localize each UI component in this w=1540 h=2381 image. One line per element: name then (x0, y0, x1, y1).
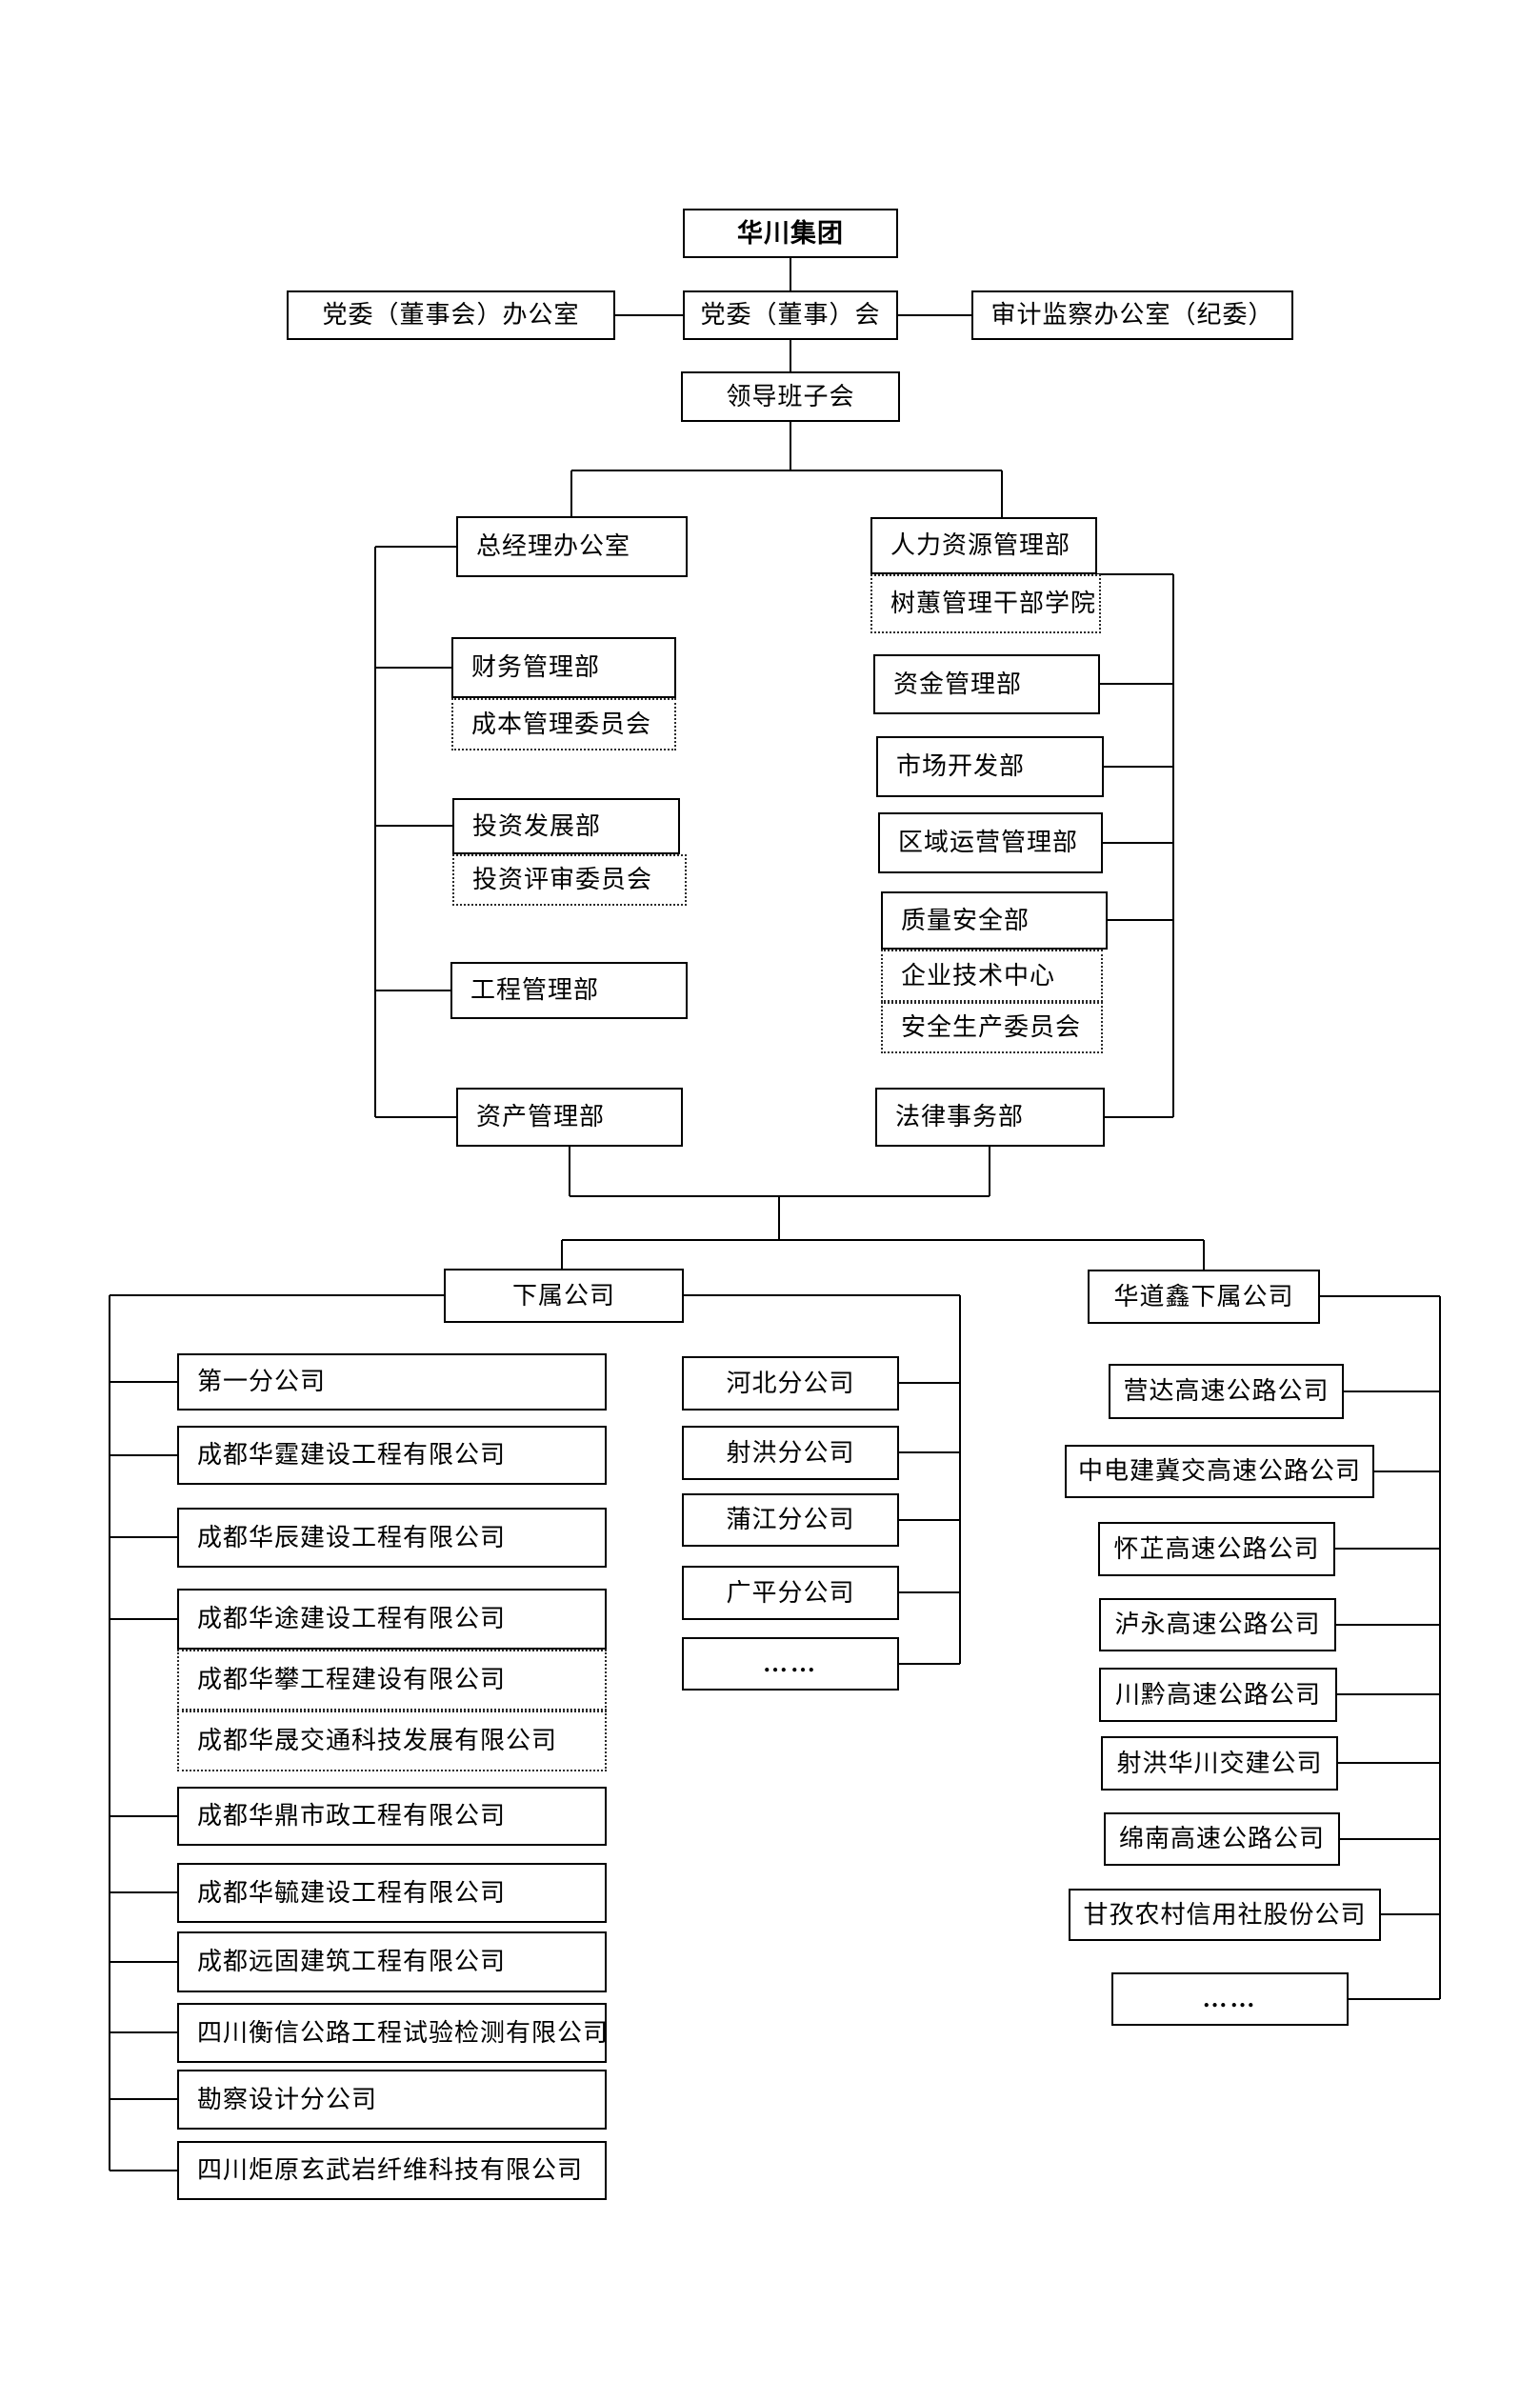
box-market-dept: 市场开发部 (876, 736, 1104, 797)
box-company-huasheng: 成都华晟交通科技发展有限公司 (177, 1711, 607, 1771)
box-quality-safety-dept: 质量安全部 (881, 891, 1108, 950)
box-group-root: 华川集团 (683, 209, 898, 258)
box-shuhui-school: 树蕙管理干部学院 (870, 574, 1101, 633)
box-hdx-ganzi: 甘孜农村信用社股份公司 (1069, 1889, 1381, 1941)
box-company-huayu: 成都华毓建设工程有限公司 (177, 1863, 607, 1923)
box-subsidiaries-header: 下属公司 (444, 1269, 684, 1323)
box-hdx-luyong: 泸永高速公路公司 (1099, 1598, 1336, 1651)
box-investment-review-committee: 投资评审委员会 (452, 854, 687, 906)
box-hdx-zhongdianjian: 中电建冀交高速公路公司 (1065, 1445, 1374, 1498)
box-hdx-ellipsis: …… (1111, 1972, 1349, 2026)
box-tech-center: 企业技术中心 (881, 950, 1103, 1002)
box-party-office: 党委（董事会）办公室 (287, 290, 615, 340)
box-company-juyuan: 四川炬原玄武岩纤维科技有限公司 (177, 2141, 607, 2200)
box-legal-dept: 法律事务部 (875, 1088, 1105, 1147)
box-company-yuangu: 成都远固建筑工程有限公司 (177, 1931, 607, 1992)
box-hdx-chuanqian: 川黔高速公路公司 (1099, 1668, 1337, 1722)
box-safety-committee: 安全生产委员会 (881, 1002, 1103, 1053)
box-cost-committee: 成本管理委员会 (451, 698, 676, 750)
box-company-huapan: 成都华攀工程建设有限公司 (177, 1650, 607, 1711)
box-branch-pujiang: 蒲江分公司 (682, 1493, 899, 1547)
box-investment-dept: 投资发展部 (452, 798, 680, 854)
box-company-huading: 成都华鼎市政工程有限公司 (177, 1787, 607, 1846)
box-company-huating: 成都华霆建设工程有限公司 (177, 1426, 607, 1485)
box-hdx-shehong-jiaojian: 射洪华川交建公司 (1101, 1736, 1338, 1791)
box-gm-office: 总经理办公室 (456, 516, 688, 577)
box-finance-dept: 财务管理部 (451, 637, 676, 698)
box-hr-dept: 人力资源管理部 (870, 517, 1097, 574)
box-engineering-dept: 工程管理部 (450, 962, 688, 1019)
box-branch-hebei: 河北分公司 (682, 1356, 899, 1411)
box-company-hengxin: 四川衡信公路工程试验检测有限公司 (177, 2003, 608, 2063)
box-huadaoxin-header: 华道鑫下属公司 (1088, 1270, 1320, 1324)
box-leadership-meeting: 领导班子会 (681, 371, 900, 422)
box-company-diyi: 第一分公司 (177, 1353, 607, 1411)
box-hdx-yingda: 营达高速公路公司 (1109, 1364, 1344, 1419)
box-audit-office: 审计监察办公室（纪委） (971, 290, 1293, 340)
box-company-huachen: 成都华辰建设工程有限公司 (177, 1508, 607, 1568)
box-branch-shehong: 射洪分公司 (682, 1426, 899, 1480)
box-company-huatu: 成都华途建设工程有限公司 (177, 1589, 607, 1650)
box-funds-dept: 资金管理部 (873, 654, 1100, 714)
box-hdx-huaizhi: 怀芷高速公路公司 (1098, 1522, 1335, 1576)
box-party-committee: 党委（董事）会 (683, 290, 898, 340)
box-regional-ops-dept: 区域运营管理部 (878, 812, 1103, 873)
box-hdx-miannan: 绵南高速公路公司 (1104, 1812, 1340, 1866)
box-branch-ellipsis: …… (682, 1637, 899, 1691)
box-assets-dept: 资产管理部 (456, 1088, 683, 1147)
box-branch-guangping: 广平分公司 (682, 1566, 899, 1620)
box-company-kancha: 勘察设计分公司 (177, 2070, 607, 2130)
